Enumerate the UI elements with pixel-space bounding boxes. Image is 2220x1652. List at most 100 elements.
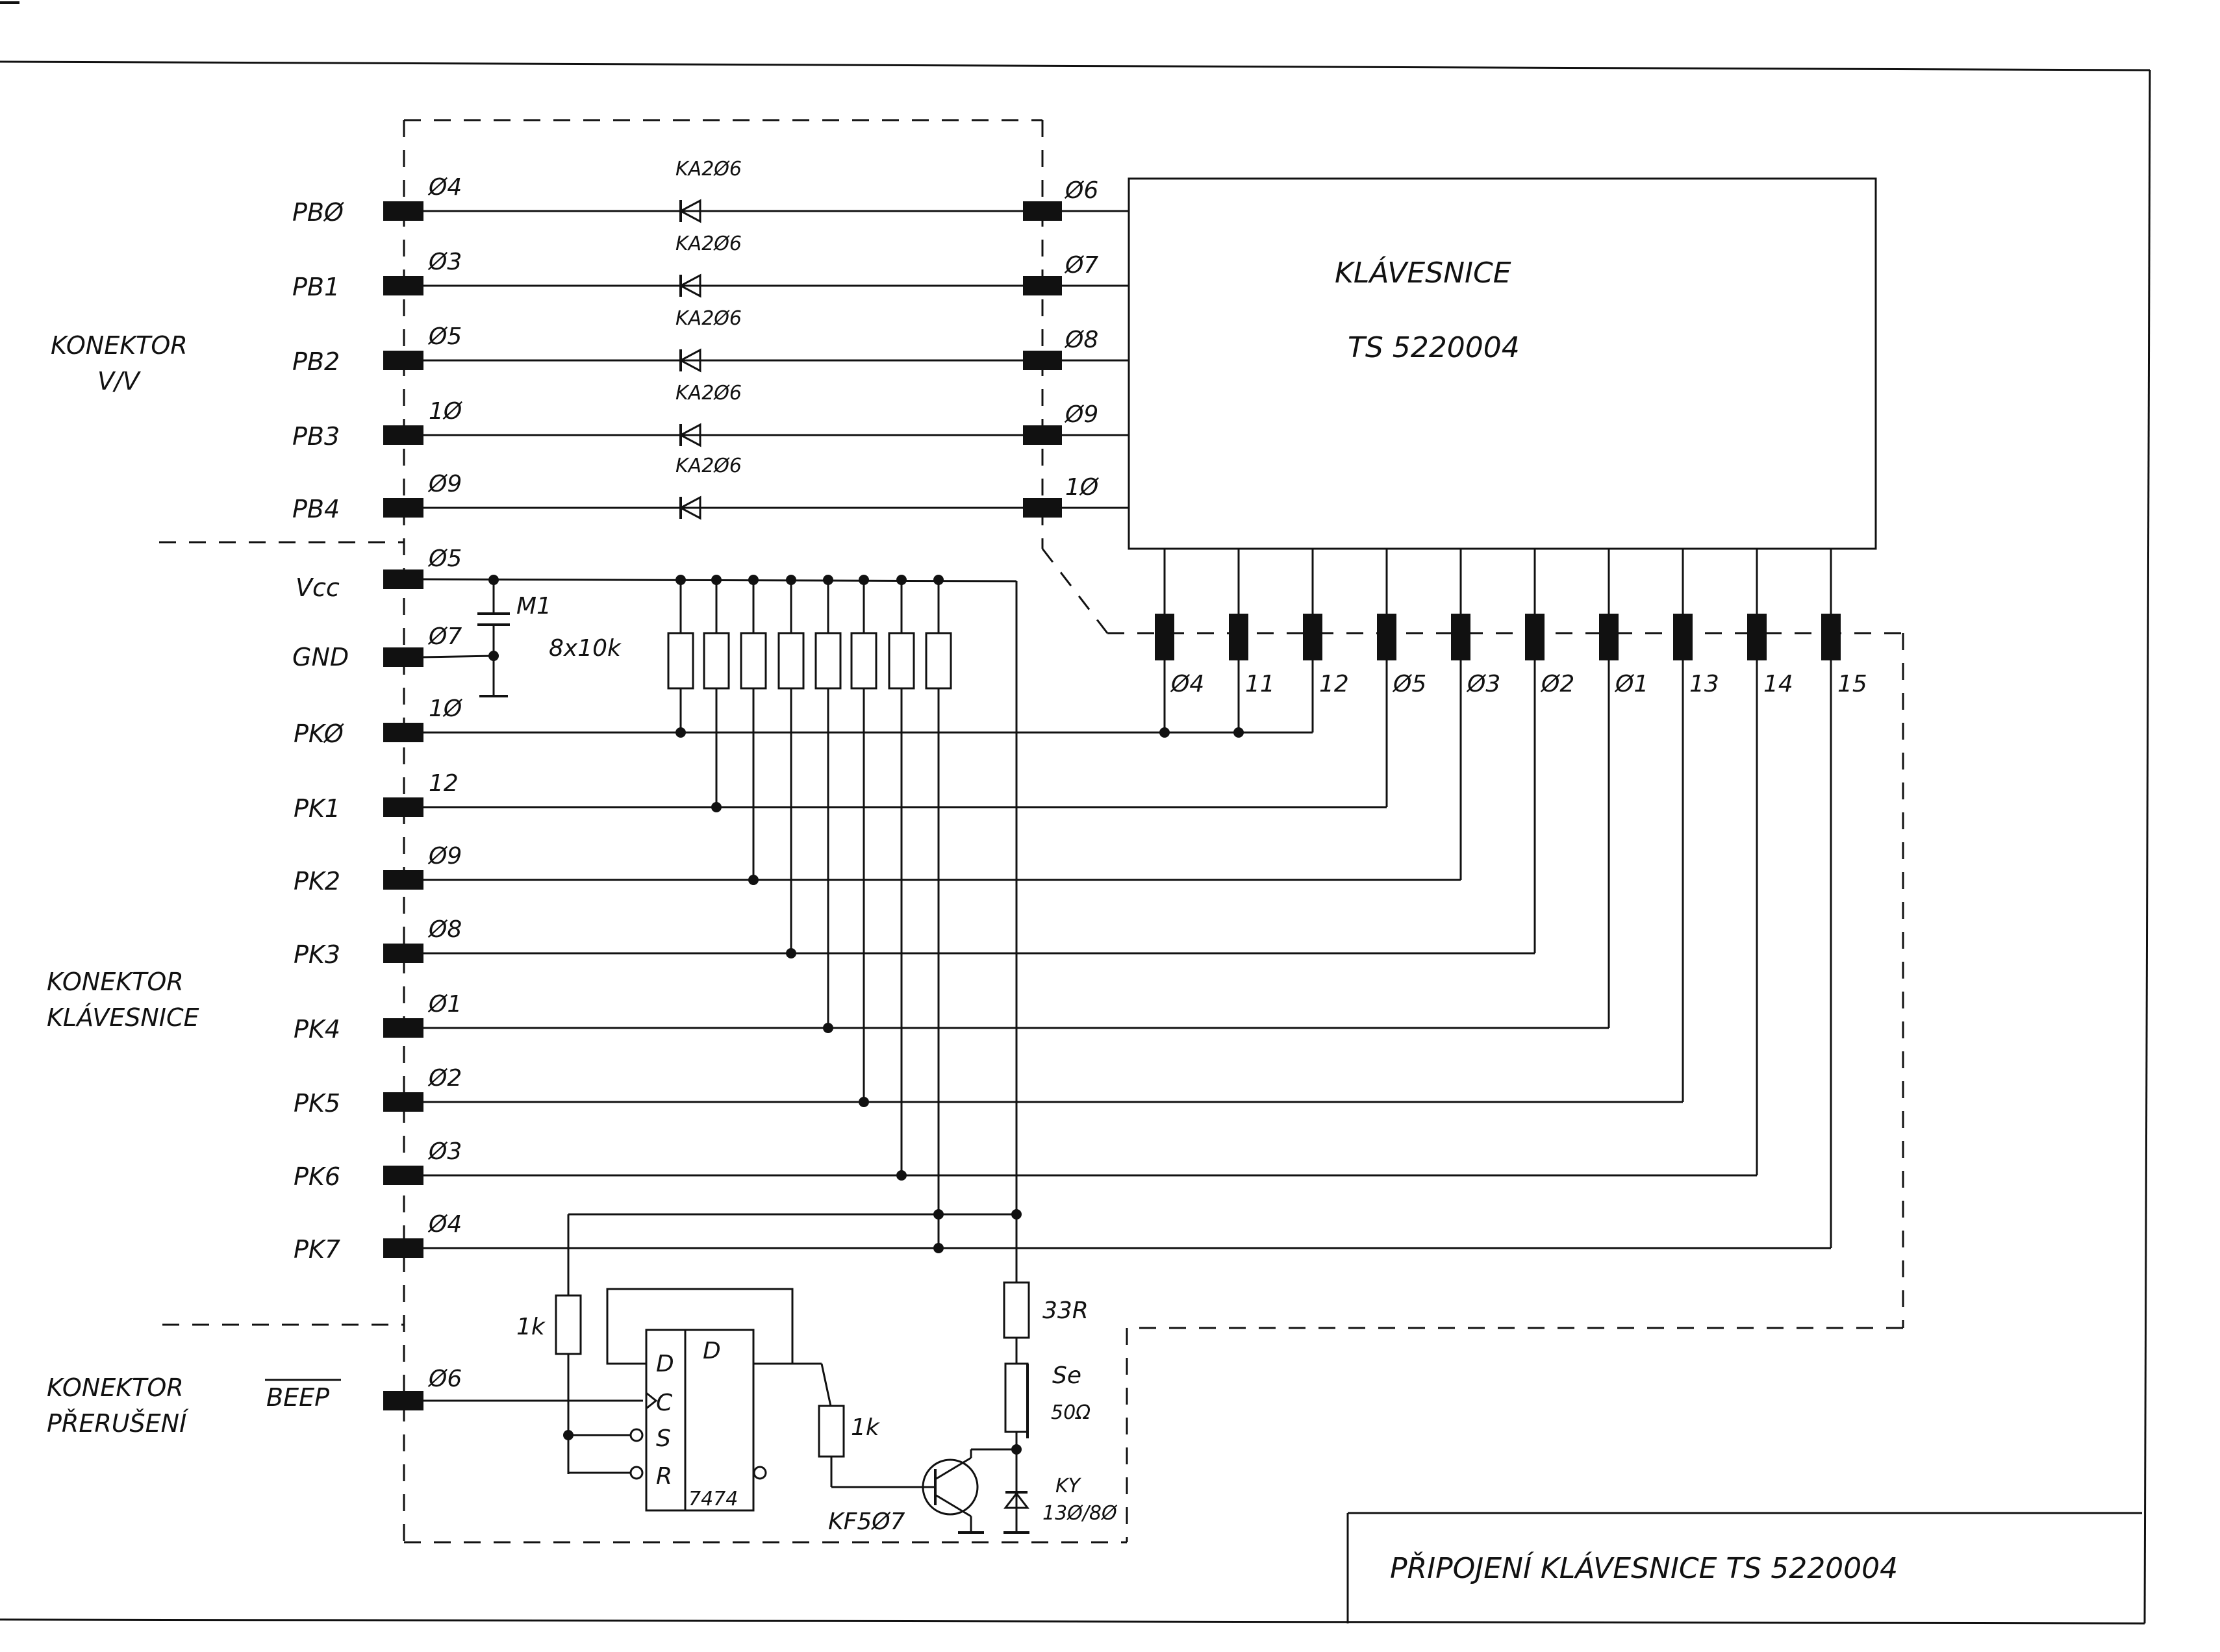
keyboard-pin-label: Ø3 (1466, 671, 1500, 697)
resistor-33r-label: 33R (1042, 1297, 1089, 1324)
io-connector-label-1: KONEKTOR (51, 331, 188, 360)
io-pad (383, 351, 423, 370)
kb-pin: Ø8 (1064, 327, 1098, 353)
io-pad (383, 201, 423, 221)
gnd-pin: Ø7 (427, 623, 462, 650)
key-pin: 12 (429, 770, 459, 797)
kb-pad (1023, 351, 1062, 370)
title-block-text: PŘIPOJENÍ KLÁVESNICE TS 5220004 (1390, 1551, 1898, 1585)
keyboard-pin-pad (1303, 614, 1322, 660)
diode-ka206 (678, 348, 701, 373)
key-pad (383, 944, 423, 963)
svg-text:S: S (656, 1425, 671, 1452)
keyboard-pin-label: 15 (1837, 671, 1867, 697)
io-pin: Ø4 (427, 174, 462, 201)
transistor-label: KF5Ø7 (828, 1508, 905, 1535)
resistor-10k (740, 632, 767, 690)
resistor-10k (814, 632, 842, 690)
keyboard-pin-8: 14 (1747, 549, 1793, 697)
resistor-10k (925, 632, 952, 690)
resistor-1k-base-label: 1k (851, 1414, 881, 1441)
key-signal-label: PK5 (294, 1089, 340, 1118)
diode-label: KA2Ø6 (675, 307, 742, 330)
beep-pad (383, 1391, 423, 1410)
key-row-4: PK4 Ø1 (294, 660, 1610, 1044)
io-pad (383, 498, 423, 518)
keyboard-type: TS 5220004 (1348, 331, 1520, 364)
keyboard-block: KLÁVESNICE TS 5220004 (1128, 177, 1877, 550)
io-rows: PBØØ4KA2Ø6Ø6PB1Ø3KA2Ø6Ø7PB2Ø5KA2Ø6Ø8PB31… (292, 158, 1129, 523)
interrupt-connector-label-2: PŘERUŠENÍ (47, 1409, 189, 1438)
connector-boundary (159, 119, 1904, 1544)
diode-ky-label-1: KY (1055, 1475, 1082, 1497)
io-pin: Ø5 (427, 323, 462, 350)
resistor-10k (777, 632, 805, 690)
key-pin: Ø8 (427, 916, 462, 943)
keyboard-pin-label: Ø1 (1614, 671, 1648, 697)
connector-labels: KONEKTOR V/V KONEKTOR KLÁVESNICE KONEKTO… (47, 331, 199, 1438)
key-signal-label: PK2 (294, 867, 340, 895)
io-connector-label-2: V/V (97, 367, 142, 395)
key-row-6: PK6 Ø3 (294, 660, 1758, 1191)
key-row-5: PK5 Ø2 (294, 660, 1684, 1118)
keyboard-pin-2: 12 (1303, 549, 1349, 697)
interrupt-connector-label-1: KONEKTOR (47, 1373, 184, 1402)
key-row-3: PK3 Ø8 (294, 660, 1536, 969)
beep-circuit: BEEP Ø6 D D C S R 7474 1k 1k (265, 581, 1118, 1535)
io-pin: Ø3 (427, 249, 462, 275)
diode-ka206 (678, 495, 701, 520)
key-pin: 1Ø (429, 695, 463, 722)
io-signal-label: PB4 (292, 495, 340, 523)
resistor-1k-left-label: 1k (516, 1314, 546, 1340)
vcc-pin: Ø5 (427, 545, 462, 572)
diode-ka206 (678, 273, 701, 298)
io-signal-label: PB1 (292, 273, 340, 301)
beep-label: BEEP (266, 1383, 329, 1412)
key-pin: Ø1 (427, 991, 462, 1018)
kb-pin: 1Ø (1065, 474, 1100, 501)
keyboard-pin-pad (1821, 614, 1841, 660)
keyboard-pin-pad (1377, 614, 1396, 660)
diode-label: KA2Ø6 (675, 158, 742, 181)
key-signal-label: PK6 (294, 1162, 340, 1191)
keyboard-pin-pad (1673, 614, 1693, 660)
keyboard-pin-label: Ø2 (1540, 671, 1574, 697)
key-signal-label: PK3 (294, 940, 340, 969)
key-pad (383, 1018, 423, 1038)
diode-label: KA2Ø6 (675, 455, 742, 477)
kb-pad (1023, 201, 1062, 221)
kb-pad (1023, 276, 1062, 295)
power-rows: Vcc Ø5 GND Ø7 M1 8x10k (292, 545, 1017, 697)
keyboard-pin-pad (1155, 614, 1174, 660)
keyboard-pin-pad (1599, 614, 1619, 660)
key-signal-label: PK4 (294, 1015, 340, 1044)
resistor-10k (703, 632, 730, 690)
diode-ka206 (678, 423, 701, 447)
io-pin: 1Ø (429, 398, 463, 425)
keyboard-pin-9: 15 (1821, 549, 1867, 697)
resistor-array-label: 8x10k (549, 635, 622, 662)
io-pad (383, 276, 423, 295)
key-signal-label: PK7 (294, 1235, 340, 1264)
title-block: PŘIPOJENÍ KLÁVESNICE TS 5220004 (1390, 1551, 1898, 1585)
vcc-label: Vcc (296, 573, 340, 602)
kb-pin: Ø7 (1064, 252, 1098, 279)
diode-label: KA2Ø6 (675, 232, 742, 255)
diode-label: KA2Ø6 (675, 382, 742, 405)
io-signal-label: PB3 (292, 422, 340, 451)
keyboard-pin-label: 11 (1245, 671, 1275, 697)
keyboard-pin-7: 13 (1673, 549, 1719, 697)
resistor-10k (667, 632, 694, 690)
capacitor-label: M1 (516, 593, 551, 620)
keyboard-pin-4: Ø3 (1451, 549, 1500, 697)
